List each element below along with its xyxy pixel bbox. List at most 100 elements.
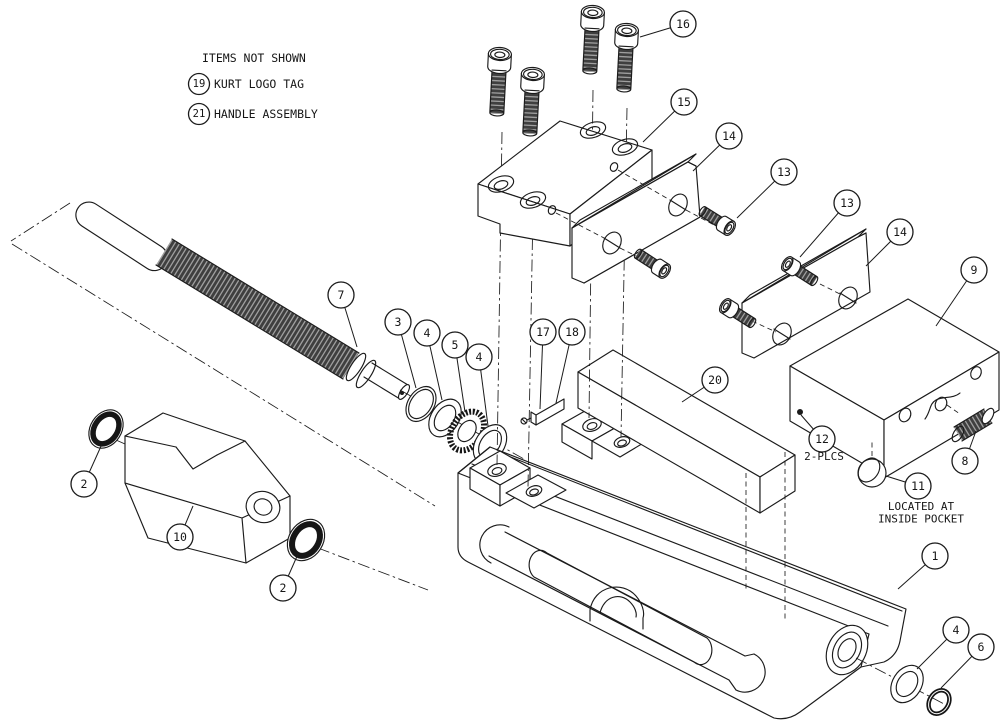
- balloon-circle: [833, 189, 861, 217]
- balloon-number: 20: [708, 373, 722, 387]
- balloon-9: 9: [960, 256, 988, 284]
- balloon-circle: [441, 331, 469, 359]
- balloon-circle: [886, 218, 914, 246]
- balloon-circle: [967, 633, 995, 661]
- balloon-2: 2: [269, 574, 297, 602]
- balloon-circle: [715, 122, 743, 150]
- balloon-number: 5: [452, 338, 459, 352]
- balloon-caption: INSIDE POCKET: [878, 513, 964, 526]
- balloon-number: 8: [962, 454, 969, 468]
- balloon-caption: 2-PLCS: [804, 450, 844, 463]
- balloon-20: 20: [701, 366, 729, 394]
- note-label: HANDLE ASSEMBLY: [214, 107, 318, 121]
- balloon-10: 10: [166, 523, 194, 551]
- balloon-5: 5: [441, 331, 469, 359]
- balloon-circle: [770, 158, 798, 186]
- balloon-number: 11: [911, 479, 925, 493]
- seal-2a: [88, 409, 124, 449]
- balloon-number: 2: [280, 581, 287, 595]
- screw-16-1: [485, 47, 512, 117]
- balloon-circle: [187, 102, 211, 126]
- balloon-number: 3: [395, 315, 402, 329]
- lead-screw-7: [75, 201, 411, 400]
- balloon-circle: [670, 88, 698, 116]
- balloon-circle: [921, 542, 949, 570]
- balloon-number: 15: [677, 95, 691, 109]
- balloon-2: 2: [70, 470, 98, 498]
- balloon-13: 13: [833, 189, 861, 217]
- wiper-plate-17-18: [520, 398, 565, 426]
- body-ear-left: [469, 450, 567, 509]
- balloon-circle: [951, 447, 979, 475]
- balloon-number: 18: [565, 325, 579, 339]
- balloon-circle: [558, 318, 586, 346]
- balloon-12: 12 2-PLCS: [804, 425, 844, 463]
- phantom-lines: [10, 202, 436, 507]
- balloon-number: 13: [840, 196, 854, 210]
- balloon-number: 12: [815, 432, 829, 446]
- balloon-number: 2: [81, 477, 88, 491]
- balloon-circle: [904, 472, 932, 500]
- screw-16-4: [612, 23, 639, 93]
- movable-jaw-9: [789, 298, 1000, 488]
- nylon-ball-11: [857, 457, 887, 488]
- balloon-number: 10: [173, 530, 187, 544]
- vise-body-1: [457, 406, 907, 720]
- balloon-circle: [701, 366, 729, 394]
- balloon-circle: [269, 574, 297, 602]
- balloon-14: 14: [886, 218, 914, 246]
- nut-block-10: [124, 412, 291, 564]
- balloon-17: 17: [529, 318, 557, 346]
- set-screw-8: [951, 407, 995, 443]
- balloon-circle: [669, 10, 697, 38]
- balloon-number: 4: [953, 623, 960, 637]
- balloon-circle: [529, 318, 557, 346]
- balloon-number: 7: [338, 288, 345, 302]
- balloon-number: 4: [476, 350, 483, 364]
- balloon-16: 16: [669, 10, 697, 38]
- balloon-4: 4: [465, 343, 493, 371]
- balloon-number: 1: [932, 549, 939, 563]
- balloon-circle: [187, 72, 211, 96]
- pin-12: [797, 409, 803, 415]
- seal-2b: [286, 518, 326, 562]
- note-item-21: 21 HANDLE ASSEMBLY: [187, 102, 318, 126]
- washer-4c: [890, 664, 924, 704]
- balloon-circle: [327, 281, 355, 309]
- balloon-4: 4: [413, 319, 441, 347]
- balloon-8: 8: [951, 447, 979, 475]
- nut-assembly: [88, 409, 429, 591]
- balloon-6: 6: [967, 633, 995, 661]
- jaw-plate-14b: [741, 228, 871, 359]
- balloon-number: 9: [971, 263, 978, 277]
- balloon-number: 14: [893, 225, 907, 239]
- screw-16-3: [578, 5, 605, 75]
- balloon-circle: [384, 308, 412, 336]
- balloon-14: 14: [715, 122, 743, 150]
- balloon-circle: [166, 523, 194, 551]
- balloon-7: 7: [327, 281, 355, 309]
- balloon-number: 13: [777, 165, 791, 179]
- balloon-13: 13: [770, 158, 798, 186]
- balloon-circle: [942, 616, 970, 644]
- balloon-3: 3: [384, 308, 412, 336]
- balloon-circle: [465, 343, 493, 371]
- balloon-number: 21: [193, 108, 206, 120]
- notes-title: ITEMS NOT SHOWN: [202, 51, 306, 65]
- balloon-circle: [960, 256, 988, 284]
- balloon-number: 14: [722, 129, 736, 143]
- oring-6: [926, 688, 952, 716]
- lead-screw-collar: [345, 352, 377, 389]
- balloon-1: 1: [921, 542, 949, 570]
- balloon-4: 4: [942, 616, 970, 644]
- screw-13-a1: [631, 246, 672, 281]
- balloon-number: 6: [978, 640, 985, 654]
- chip-guard-20: [577, 349, 796, 514]
- balloon-15: 15: [670, 88, 698, 116]
